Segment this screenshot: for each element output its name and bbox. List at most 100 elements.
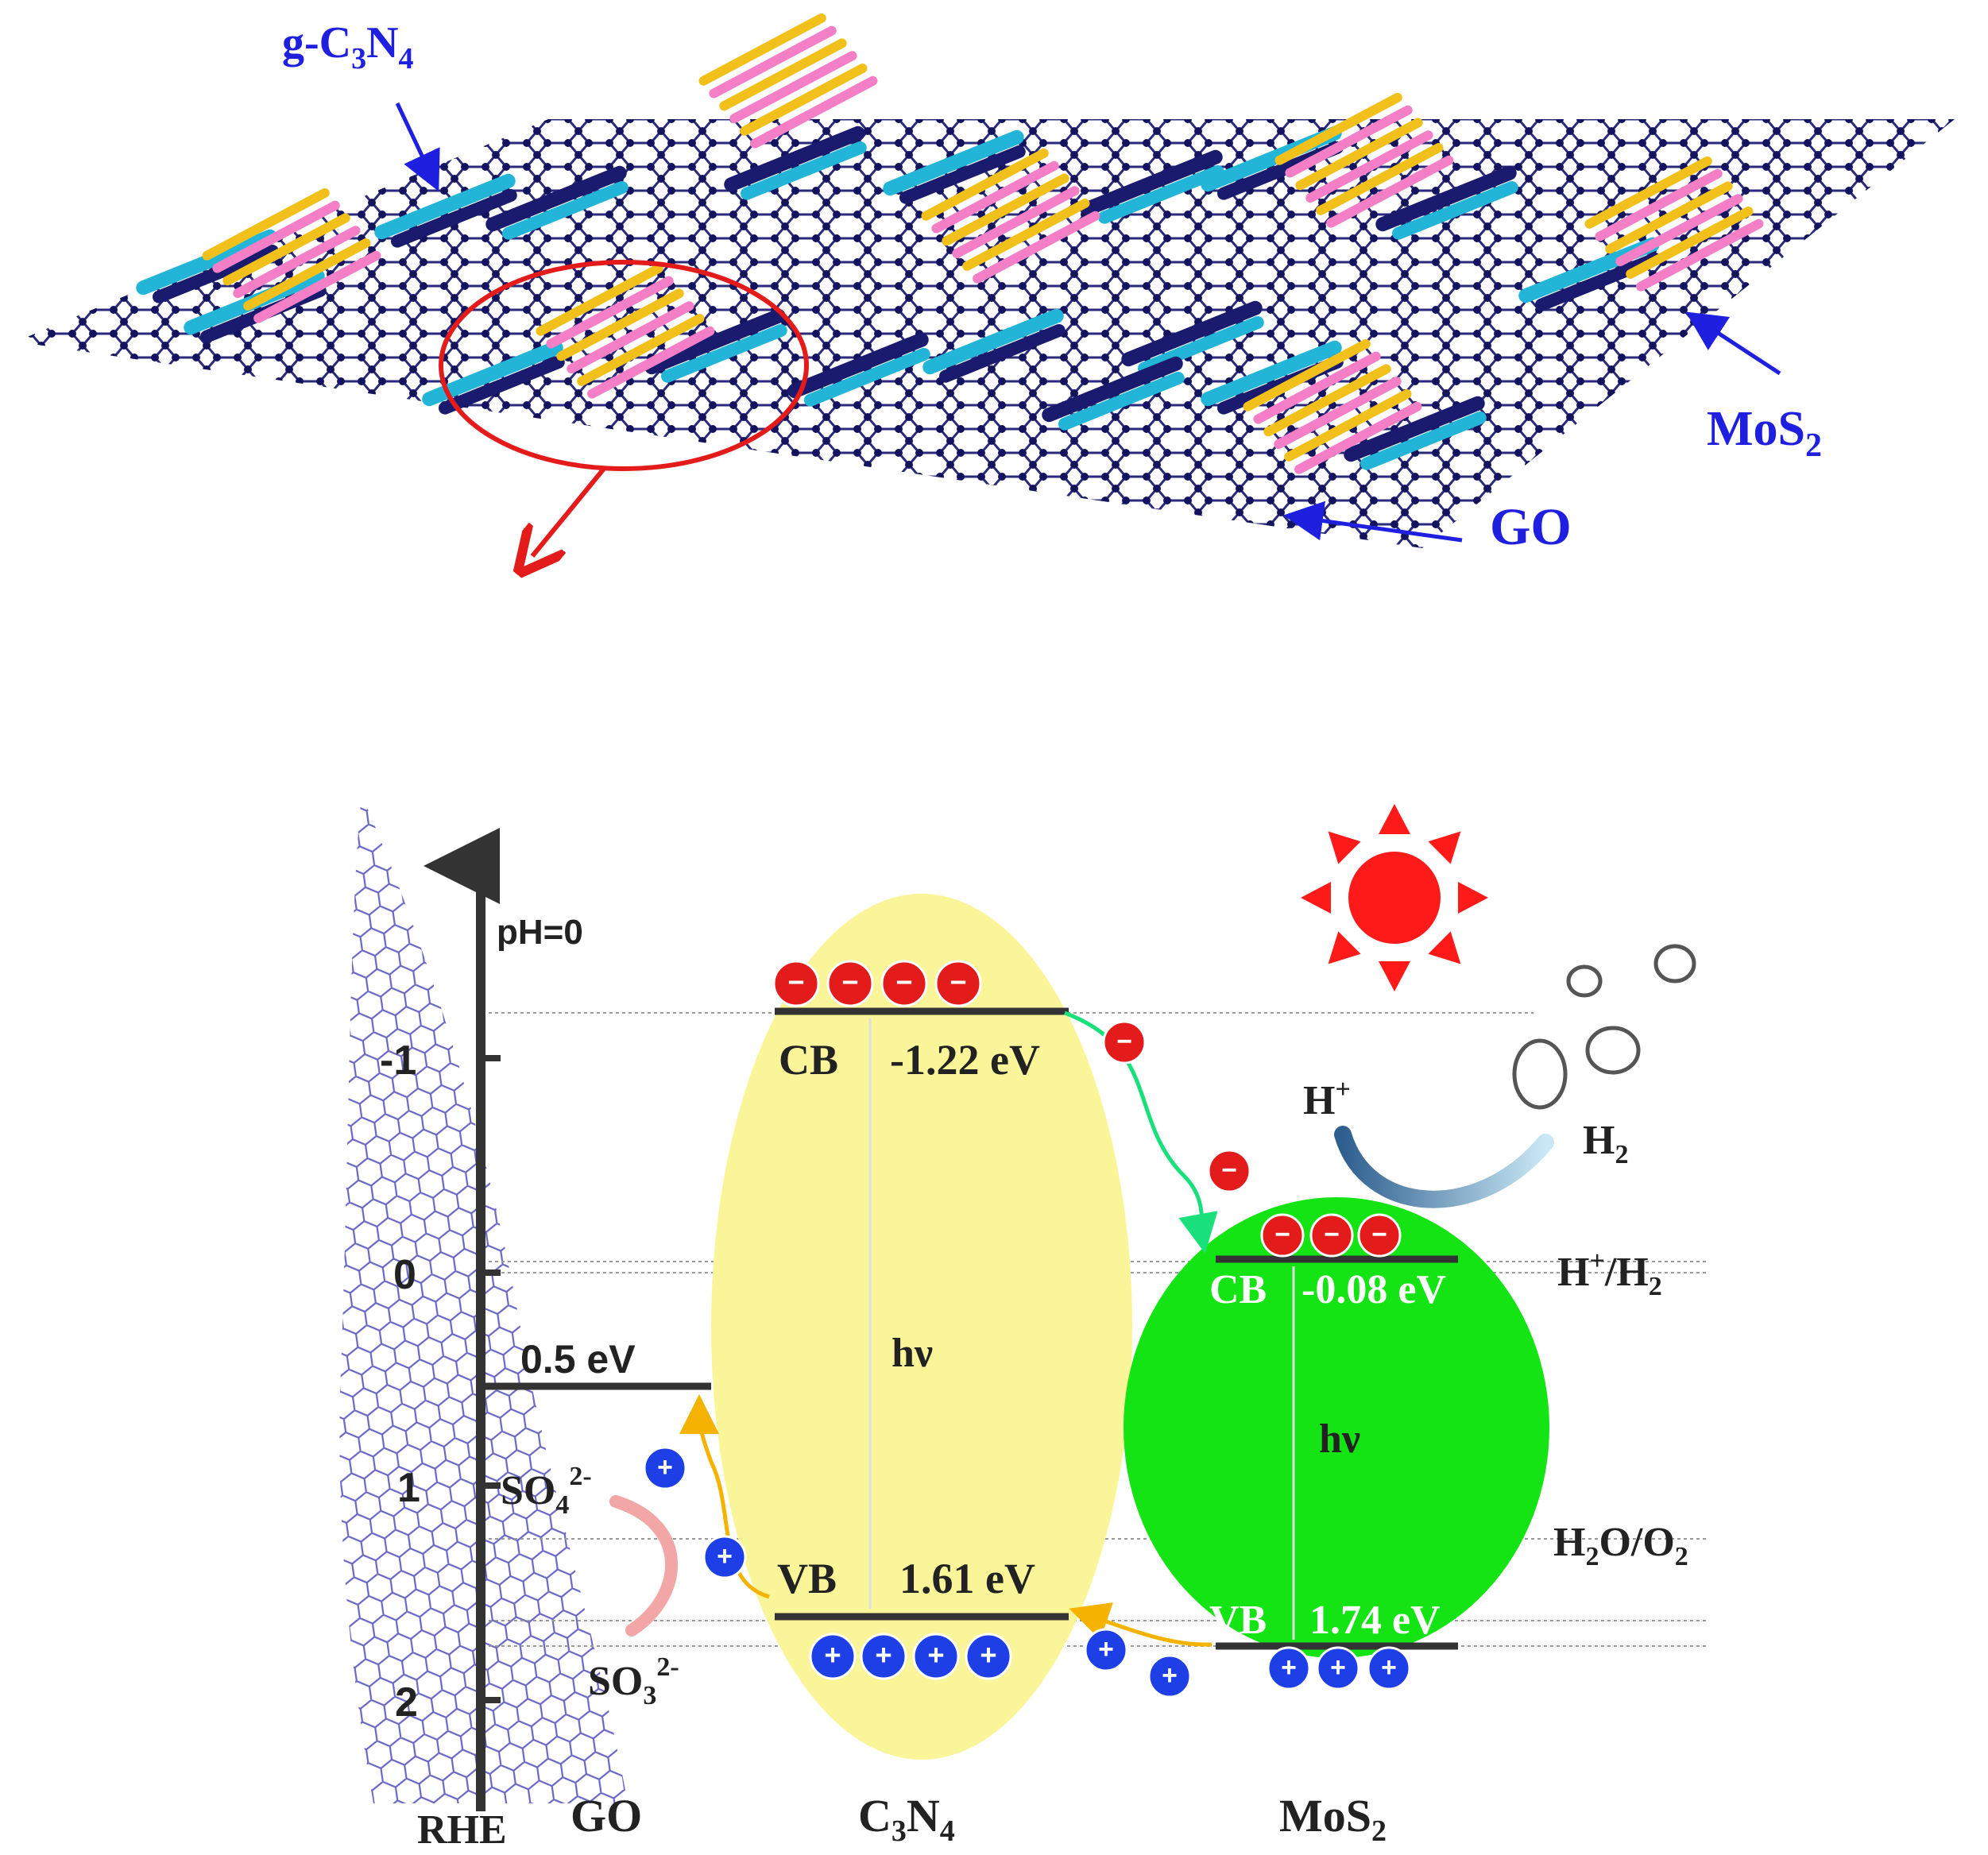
- zoom-arrow: [532, 467, 606, 556]
- svg-text:+: +: [927, 1639, 944, 1671]
- sun-ray: [1458, 882, 1488, 914]
- c3n4-strip: [485, 165, 629, 240]
- svg-text:+: +: [824, 1639, 841, 1671]
- mos2-vb-value: 1.74 eV: [1309, 1598, 1441, 1643]
- c3n4-cb-value: -1.22 eV: [890, 1036, 1040, 1084]
- c3n4-strip: [1375, 165, 1518, 240]
- svg-text:+: +: [1381, 1652, 1397, 1683]
- g-c3n4-label: g-C3N4: [282, 18, 414, 75]
- electron-icon: −: [1102, 1020, 1147, 1065]
- svg-text:+: +: [657, 1452, 673, 1482]
- sun-ray: [1328, 931, 1361, 964]
- mos2-clusters: [202, 13, 1764, 474]
- hole-icon: +: [965, 1633, 1012, 1680]
- so3-label: SO32-: [588, 1652, 679, 1710]
- h2-label: H2: [1583, 1118, 1628, 1169]
- hole-icon: +: [1084, 1628, 1128, 1672]
- svg-text:−: −: [950, 966, 966, 999]
- mos2-cb-value: -0.08 eV: [1301, 1267, 1446, 1312]
- sun-ray: [1328, 831, 1361, 864]
- svg-text:+: +: [980, 1639, 996, 1671]
- svg-text:+: +: [875, 1639, 892, 1671]
- top-panel: g-C3N4 MoS2 GO: [16, 13, 1955, 556]
- axis-tick-label-2: 2: [395, 1679, 418, 1726]
- highlight-circle: [439, 260, 809, 471]
- sun-ray: [1379, 961, 1410, 991]
- electron-icon: −: [826, 960, 874, 1007]
- c3n4-strip: [374, 173, 517, 248]
- svg-text:+: +: [717, 1541, 733, 1571]
- h2o-o2-potential-label: H2O/O2: [1553, 1520, 1688, 1571]
- svg-text:−: −: [1116, 1026, 1132, 1057]
- hole-transfer-arrow-go: [679, 1394, 770, 1599]
- axis-tick-label-1: 1: [397, 1465, 420, 1511]
- sulfite-oxidation-arrow: [609, 1495, 679, 1637]
- electron-icon: −: [880, 960, 928, 1007]
- mos2-cluster: [1584, 156, 1764, 292]
- hole-transfer-arrow-mos2: [1069, 1602, 1213, 1647]
- mos2-pointer: [1685, 311, 1781, 376]
- h-plus-label: H+: [1303, 1075, 1351, 1123]
- c3n4-band-ellipse: [711, 894, 1132, 1760]
- hole-icon: +: [1316, 1646, 1360, 1691]
- c3n4-strip: [1344, 396, 1487, 470]
- electron-icon: −: [1207, 1149, 1251, 1193]
- g-c3n4-pointer: [395, 102, 440, 192]
- svg-text:+: +: [1098, 1634, 1114, 1664]
- c3n4-strip: [136, 229, 279, 303]
- svg-text:−: −: [1324, 1219, 1340, 1250]
- sun-core: [1348, 852, 1441, 944]
- mos2-cluster: [1274, 92, 1454, 228]
- hole-icon: +: [702, 1535, 747, 1579]
- hole-icon: +: [860, 1633, 907, 1680]
- axis-tick-label-minus1: -1: [380, 1038, 416, 1084]
- c3n4-strip: [644, 308, 787, 383]
- hole-icon: +: [1267, 1646, 1311, 1691]
- h-plus-h2-potential-label: H+/H2: [1557, 1246, 1662, 1301]
- svg-text:−: −: [841, 966, 858, 999]
- c3n4-cb-label: CB: [779, 1036, 838, 1084]
- c3n4-strip: [922, 308, 1066, 383]
- hole-icon: +: [1367, 1646, 1411, 1691]
- hydrogen-evolution-arrow: [1334, 1126, 1554, 1208]
- mos2-excitation-label: hν: [1319, 1416, 1360, 1462]
- hole-icon: +: [643, 1446, 687, 1490]
- hole-icon: +: [809, 1633, 857, 1680]
- svg-text:+: +: [1162, 1660, 1178, 1691]
- svg-text:−: −: [787, 966, 804, 999]
- c3n4-nanosheets: [136, 126, 1661, 470]
- go-label-bottom: GO: [570, 1790, 642, 1841]
- mos2-cluster: [921, 148, 1100, 284]
- svg-text:−: −: [1221, 1155, 1237, 1185]
- axis-reference-label: RHE: [417, 1807, 507, 1853]
- mos2-cluster: [1243, 338, 1422, 474]
- c3n4-strip: [883, 129, 1026, 204]
- svg-text:−: −: [1371, 1219, 1387, 1250]
- mos2-label: MoS2: [1707, 402, 1822, 464]
- c3n4-strip: [787, 332, 930, 407]
- c3n4-strip: [1518, 237, 1661, 311]
- c3n4-strip: [422, 340, 565, 415]
- svg-text:+: +: [1281, 1652, 1297, 1683]
- c3n4-label: C3N4: [858, 1790, 955, 1848]
- c3n4-excitation-label: hν: [892, 1331, 933, 1376]
- sun-ray: [1428, 831, 1461, 864]
- go-level-value: 0.5 eV: [520, 1337, 636, 1382]
- sun-ray: [1379, 804, 1410, 834]
- c3n4-strip: [1081, 149, 1224, 224]
- mos2-cluster: [202, 187, 381, 323]
- sun-ray: [1428, 931, 1461, 964]
- mos2-cluster: [698, 13, 878, 149]
- go-label: GO: [1490, 498, 1572, 556]
- mos2-label: MoS2: [1279, 1790, 1387, 1848]
- electron-icon: −: [1260, 1213, 1305, 1258]
- svg-text:−: −: [1274, 1219, 1290, 1250]
- axis-title: pH=0: [497, 913, 583, 952]
- charge-carriers: −−−−−−−−−+++++++++++: [643, 960, 1411, 1698]
- axis-tick-label-0: 0: [393, 1252, 416, 1298]
- electron-icon: −: [1309, 1213, 1354, 1258]
- axis-ticks: [481, 1055, 501, 1703]
- c3n4-strip: [1042, 356, 1185, 431]
- electron-icon: −: [1357, 1213, 1402, 1258]
